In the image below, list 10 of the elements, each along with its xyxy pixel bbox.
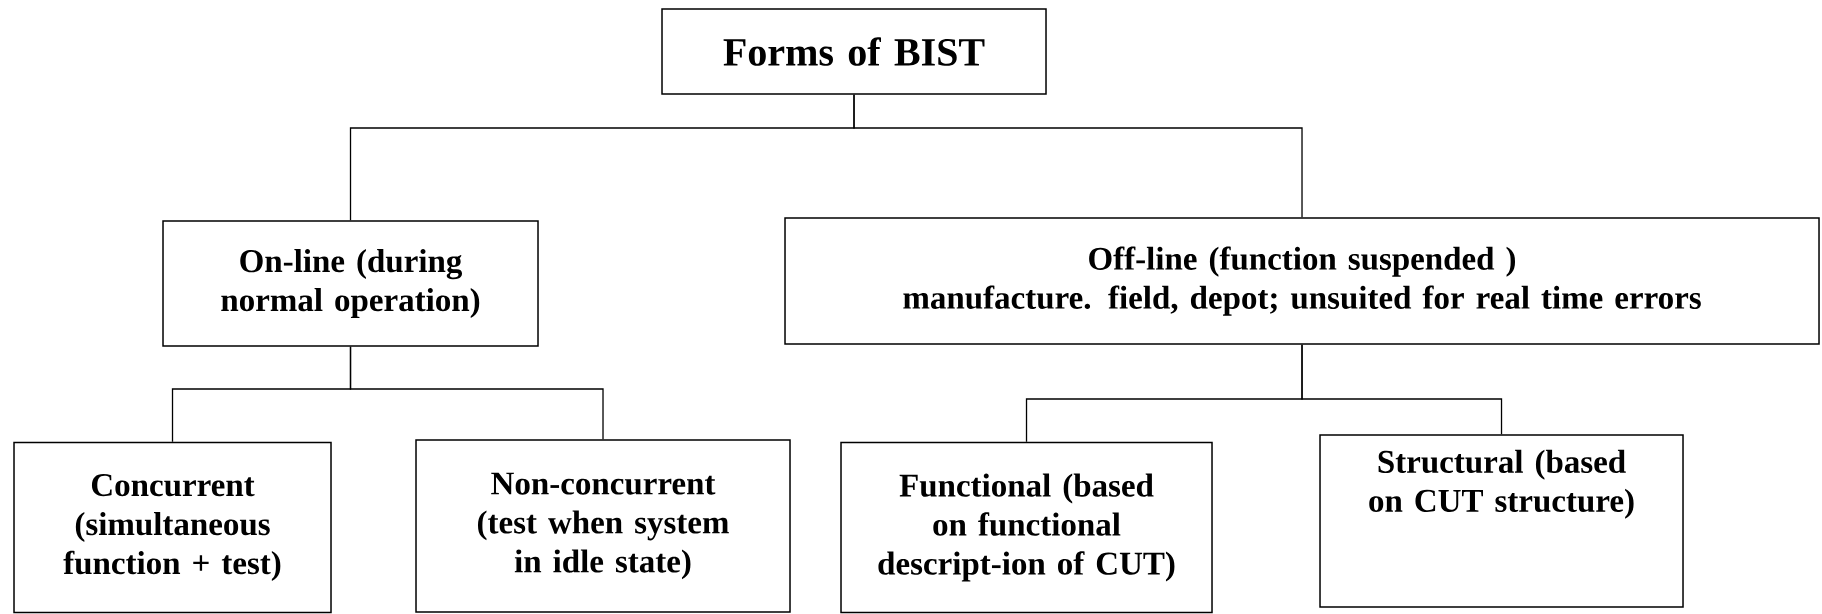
category-box: Functional (based on functional descript-ion of CUT) [840,441,1213,614]
connector-line [1301,344,1503,435]
connector-line [349,346,604,440]
category-box: Non-concurrent (test when system in idle state) [415,439,791,613]
connector-line [853,94,1303,218]
category-box: Structural (based on CUT structure) [1319,434,1684,608]
category-box: On-line (during normal operation) [162,220,539,347]
category-box: Concurrent (simultaneous function + test) [13,441,332,614]
category-box: Off-line (function suspended ) manufacture. field, depot; unsuited for real time errors [784,217,1820,345]
category-box: Forms of BIST [661,8,1047,95]
